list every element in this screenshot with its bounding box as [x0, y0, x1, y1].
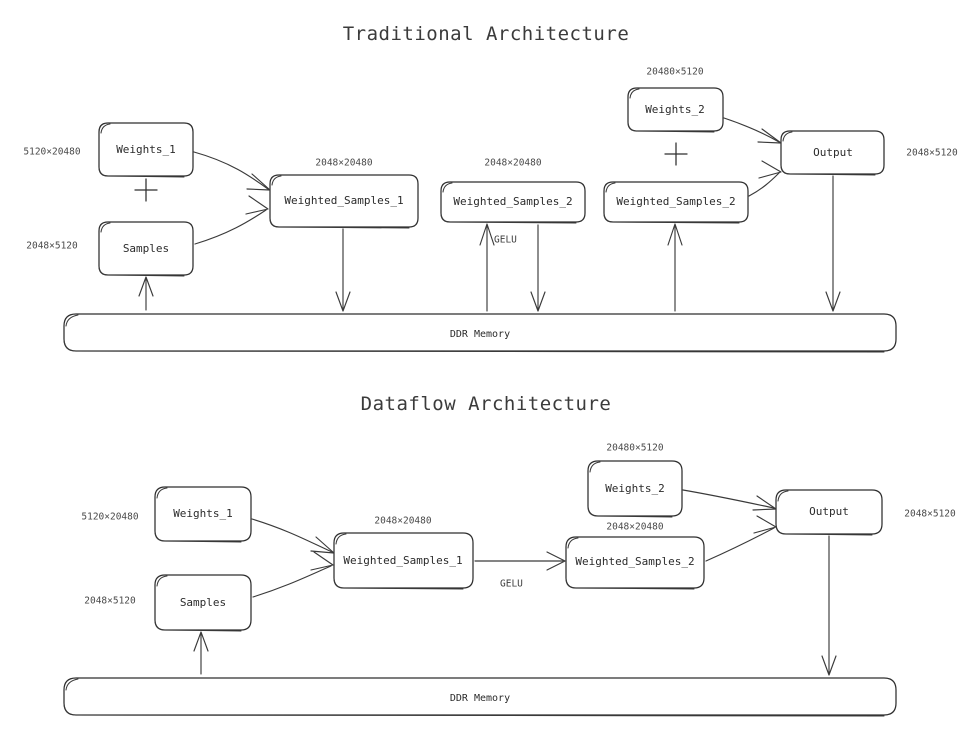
section-title-dataflow: Dataflow Architecture [361, 393, 612, 415]
node-label: Weighted_Samples_1 [284, 194, 403, 207]
node-label: Weights_2 [605, 482, 665, 495]
dim-label-t-samples: 2048×5120 [26, 241, 78, 252]
node-label: Weighted_Samples_2 [453, 195, 572, 208]
node-t-weights2[interactable]: Weights_2 [627, 87, 724, 133]
node-d-samples[interactable]: Samples [154, 574, 252, 632]
edge-t-ddr-ws2a: GELU [479, 223, 517, 312]
edge-d-output-ddr [821, 535, 837, 676]
dim-label-d-ws1: 2048×20480 [374, 516, 431, 527]
memory-label: DDR Memory [450, 329, 510, 340]
edge-d-ws1-ws2: GELU [474, 551, 566, 590]
node-label: Weighted_Samples_1 [343, 554, 462, 567]
memory-bar-dataflow: DDR Memory [63, 677, 897, 717]
node-label: Weights_1 [116, 143, 176, 156]
node-d-ws2[interactable]: Weighted_Samples_2 [565, 536, 705, 590]
node-t-ws2b[interactable]: Weighted_Samples_2 [603, 181, 749, 224]
dim-label-d-ws2: 2048×20480 [606, 522, 663, 533]
dim-label-t-ws1: 2048×20480 [315, 158, 372, 169]
node-label: Weighted_Samples_2 [616, 195, 735, 208]
dim-label-t-output: 2048×5120 [906, 148, 958, 159]
edge-d-samples-ws1 [252, 551, 334, 598]
edge-d-ddr-samples [193, 631, 209, 675]
node-d-output[interactable]: Output [775, 489, 883, 536]
node-label: Output [809, 505, 849, 518]
memory-bar-traditional: DDR Memory [63, 313, 897, 353]
edge-t-ws1-ddr [335, 228, 351, 312]
node-d-weights1[interactable]: Weights_1 [154, 486, 252, 543]
dim-label-t-weights1: 5120×20480 [23, 147, 80, 158]
edge-t-samples-ws1 [194, 195, 269, 245]
edge-label-gelu: GELU [494, 235, 517, 246]
edge-t-weights1-ws1 [193, 151, 271, 191]
operator-plus-2 [664, 142, 688, 166]
node-t-ws1[interactable]: Weighted_Samples_1 [269, 174, 419, 229]
node-t-ws2a[interactable]: Weighted_Samples_2 [440, 181, 586, 224]
dim-label-t-weights2: 20480×5120 [646, 67, 703, 78]
node-d-ws1[interactable]: Weighted_Samples_1 [333, 532, 474, 590]
edge-d-ws2-output [705, 515, 777, 562]
edge-t-weights2-output [723, 117, 782, 144]
node-label: Weights_1 [173, 507, 233, 520]
edge-t-ws2a-ddr [530, 224, 546, 312]
operator-plus-1 [134, 178, 158, 202]
edge-t-ws2b-output [748, 160, 782, 197]
dim-label-d-weights1: 5120×20480 [81, 512, 138, 523]
node-label: Samples [180, 596, 226, 609]
memory-label: DDR Memory [450, 693, 510, 704]
node-d-weights2[interactable]: Weights_2 [587, 460, 683, 518]
edge-d-weights2-output [682, 489, 777, 511]
node-t-samples[interactable]: Samples [98, 221, 194, 277]
edge-t-ddr-ws2b [667, 223, 683, 312]
node-label: Samples [123, 242, 169, 255]
section-title-traditional: Traditional Architecture [343, 23, 630, 45]
node-label: Weights_2 [645, 103, 705, 116]
node-label: Output [813, 146, 853, 159]
edge-t-output-ddr [825, 175, 841, 312]
node-t-output[interactable]: Output [780, 130, 885, 176]
dim-label-t-ws2a: 2048×20480 [484, 158, 541, 169]
dim-label-d-weights2: 20480×5120 [606, 443, 663, 454]
edge-label-gelu: GELU [500, 579, 523, 590]
dim-label-d-samples: 2048×5120 [84, 596, 136, 607]
node-t-weights1[interactable]: Weights_1 [98, 122, 194, 178]
edge-d-weights1-ws1 [251, 518, 335, 554]
dim-label-d-output: 2048×5120 [904, 509, 956, 520]
node-label: Weighted_Samples_2 [575, 555, 694, 568]
edge-t-ddr-samples [138, 276, 154, 311]
